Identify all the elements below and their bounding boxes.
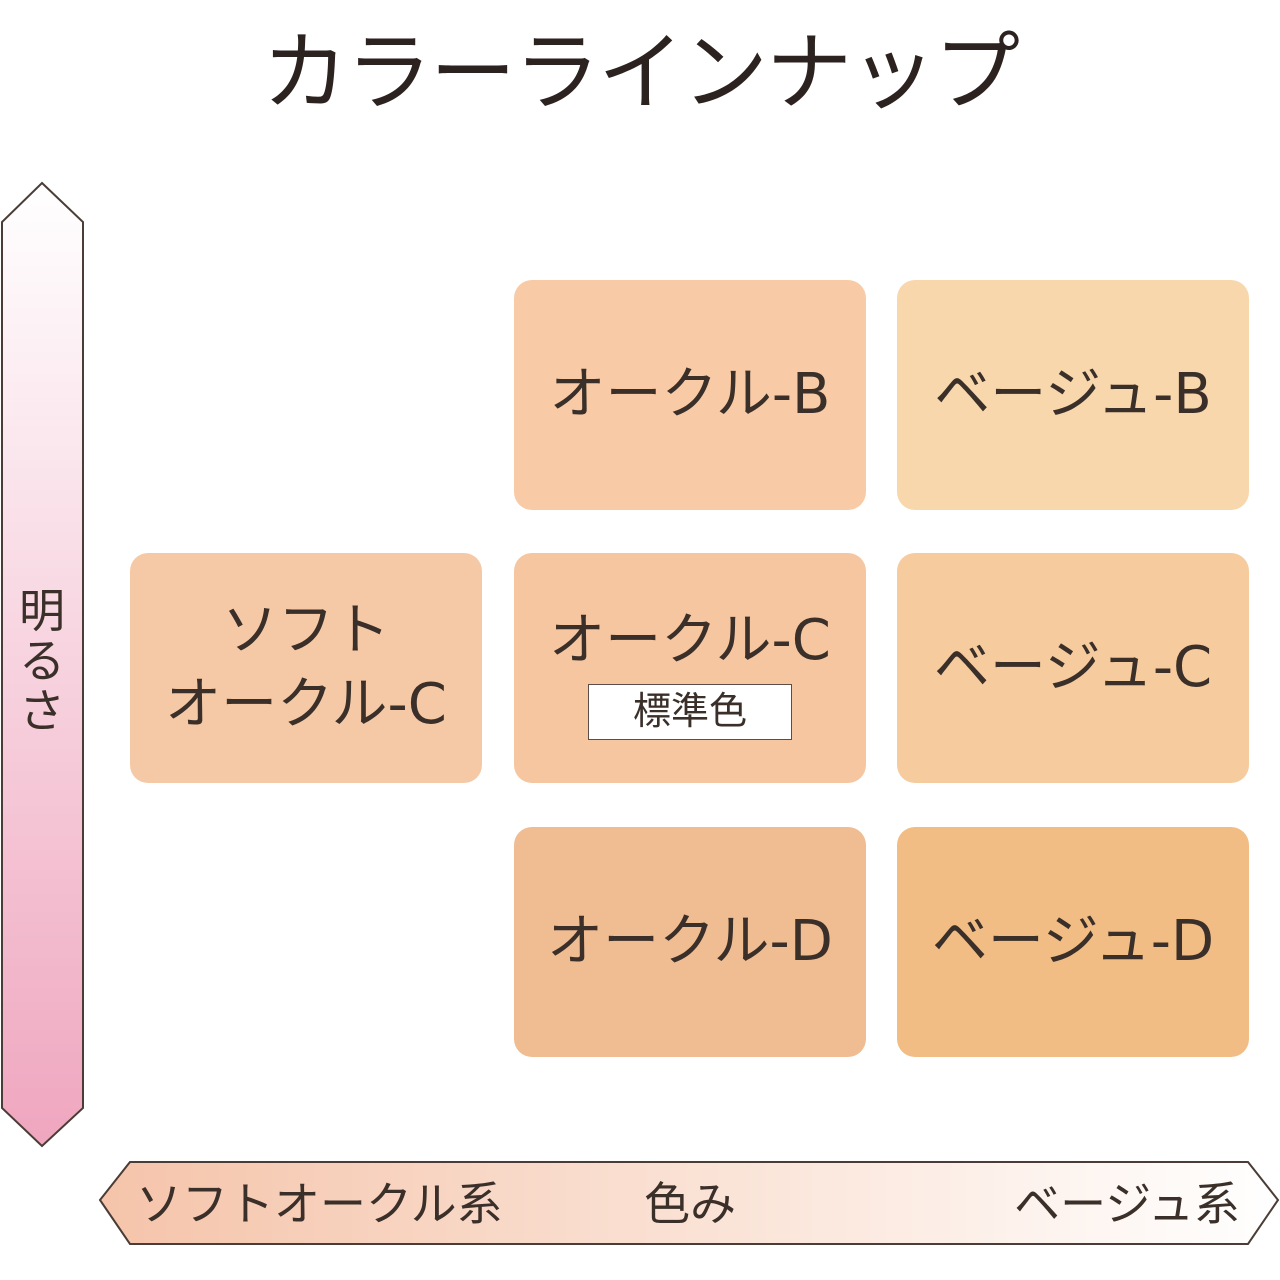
swatch-beige-b: ベージュ-B (897, 280, 1249, 510)
swatch-ochre-b: オークル-B (514, 280, 866, 510)
swatch-label: ベージュ-C (933, 635, 1213, 700)
swatch-label: オークル-C (549, 608, 831, 673)
tint-axis-arrow (98, 1161, 1280, 1245)
swatch-ochre-d: オークル-D (514, 827, 866, 1057)
standard-color-badge: 標準色 (588, 684, 792, 740)
swatch-label: オークル-B (549, 362, 831, 427)
brightness-axis-label: 明 る さ (12, 586, 72, 736)
swatch-label: ベージュ-B (934, 362, 1212, 427)
swatch-beige-c: ベージュ-C (897, 553, 1249, 783)
tint-axis-center-label: 色み (644, 1177, 736, 1231)
tint-axis-right-label: ベージュ系 (1014, 1177, 1240, 1231)
swatch-label-line-1: ソフト (222, 598, 390, 663)
brightness-label-char-3: さ (19, 684, 65, 738)
brightness-axis (0, 180, 90, 1150)
tint-axis (98, 1158, 1280, 1250)
swatch-ochre-c: オークル-C 標準色 (514, 553, 866, 783)
swatch-label-line-2: オークル-C (165, 672, 447, 737)
swatch-label: ベージュ-D (931, 909, 1215, 974)
swatch-label: オークル-D (547, 909, 833, 974)
swatch-beige-d: ベージュ-D (897, 827, 1249, 1057)
tint-axis-left-label: ソフトオークル系 (136, 1177, 503, 1231)
swatch-soft-ochre-c: ソフト オークル-C (130, 553, 482, 783)
page-title: カラーラインナップ (262, 23, 1020, 123)
brightness-label-char-1: 明 (19, 584, 65, 638)
brightness-axis-arrow (1, 181, 84, 1148)
brightness-label-char-2: る (19, 634, 65, 688)
